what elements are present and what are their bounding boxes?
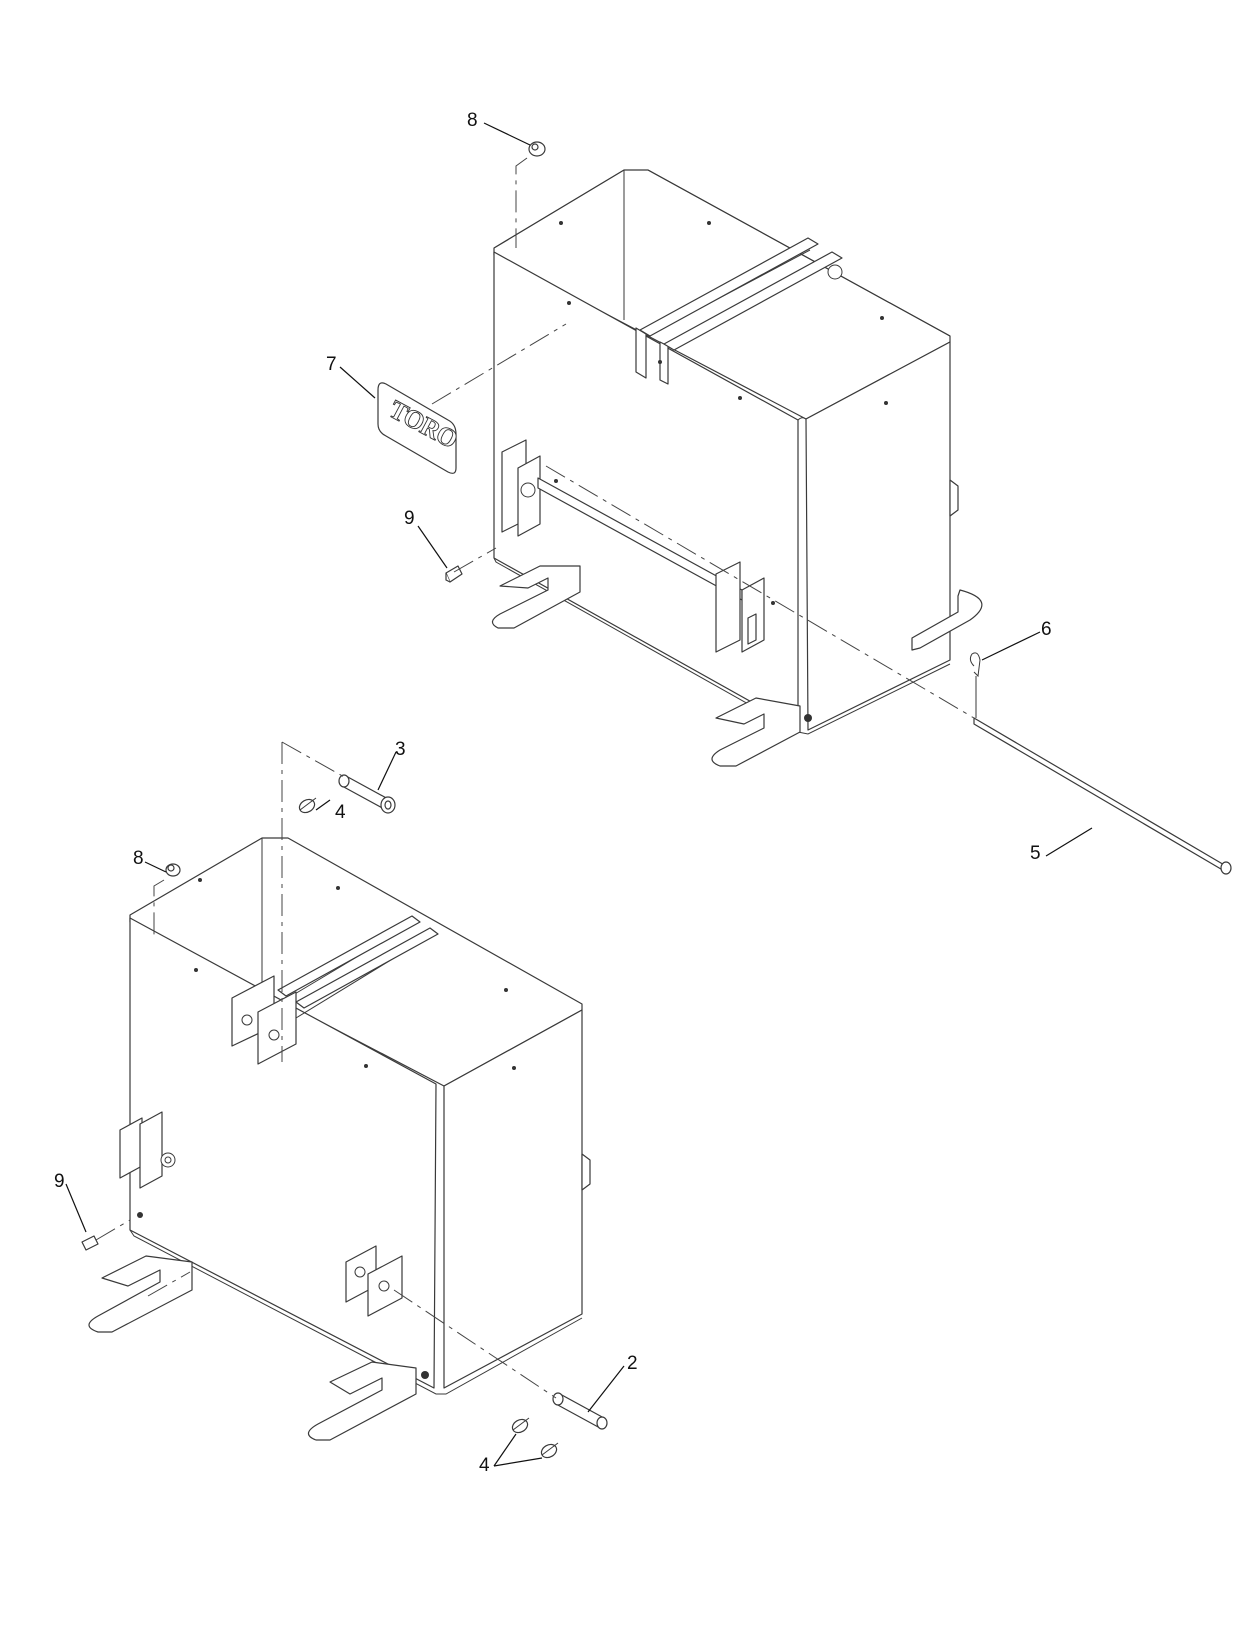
callout-7: 7 [326,354,337,375]
rod [973,717,1232,875]
callout-9-top: 9 [404,508,415,529]
assembly-lines [95,157,975,1399]
lynch-pin-top [298,797,317,814]
hair-pin [969,652,981,718]
callout-labels: 8 7 9 6 3 4 5 8 9 2 4 [54,110,1052,1476]
callout-8-bottom: 8 [133,848,144,869]
nut-bottom [165,863,181,877]
callout-4-bottom: 4 [479,1455,490,1476]
pin-top [338,774,396,814]
lower-weight-box [88,837,591,1441]
callout-3: 3 [395,739,406,760]
callout-9-bottom: 9 [54,1171,65,1192]
leader-lines [65,122,1093,1467]
lynch-pins-bottom [511,1417,559,1459]
callout-6: 6 [1041,619,1052,640]
decal: TORO [377,382,462,474]
callout-4-top: 4 [335,802,346,823]
nut-top [528,141,546,157]
callout-5: 5 [1030,843,1041,864]
callout-8-top: 8 [467,110,478,131]
bolt-bottom [81,1235,99,1251]
callout-2: 2 [627,1353,638,1374]
upper-weight-box [491,169,983,767]
